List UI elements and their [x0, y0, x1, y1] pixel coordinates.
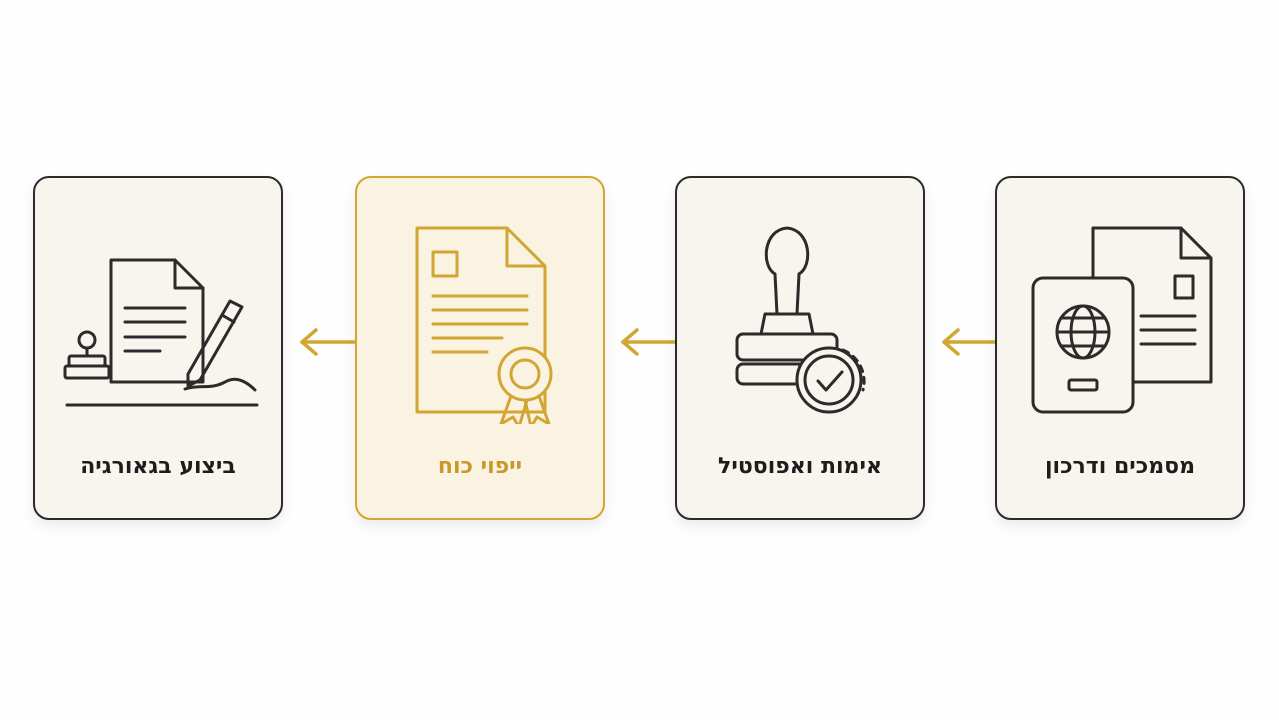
- flow-arrow-icon: [942, 328, 998, 356]
- flow-arrow-icon: [621, 328, 677, 356]
- passport-documents-icon: [1031, 226, 1213, 414]
- step-label: אימות ואפוסטיל: [718, 454, 882, 479]
- step-label: מסמכים ודרכון: [1044, 454, 1195, 479]
- step-card-power-of-attorney: ייפוי כוח: [355, 176, 605, 520]
- flow-arrow-icon: [300, 328, 356, 356]
- step-label: ייפוי כוח: [437, 454, 523, 479]
- step-card-execution: ביצוע בגאורגיה: [33, 176, 283, 520]
- signing-document-pen-icon: [63, 258, 259, 407]
- step-card-apostille: אימות ואפוסטיל: [675, 176, 925, 520]
- step-card-documents: מסמכים ודרכון: [995, 176, 1245, 520]
- stamp-check-icon: [735, 226, 866, 414]
- step-label: ביצוע בגאורגיה: [80, 454, 236, 479]
- certificate-ribbon-icon: [415, 226, 553, 424]
